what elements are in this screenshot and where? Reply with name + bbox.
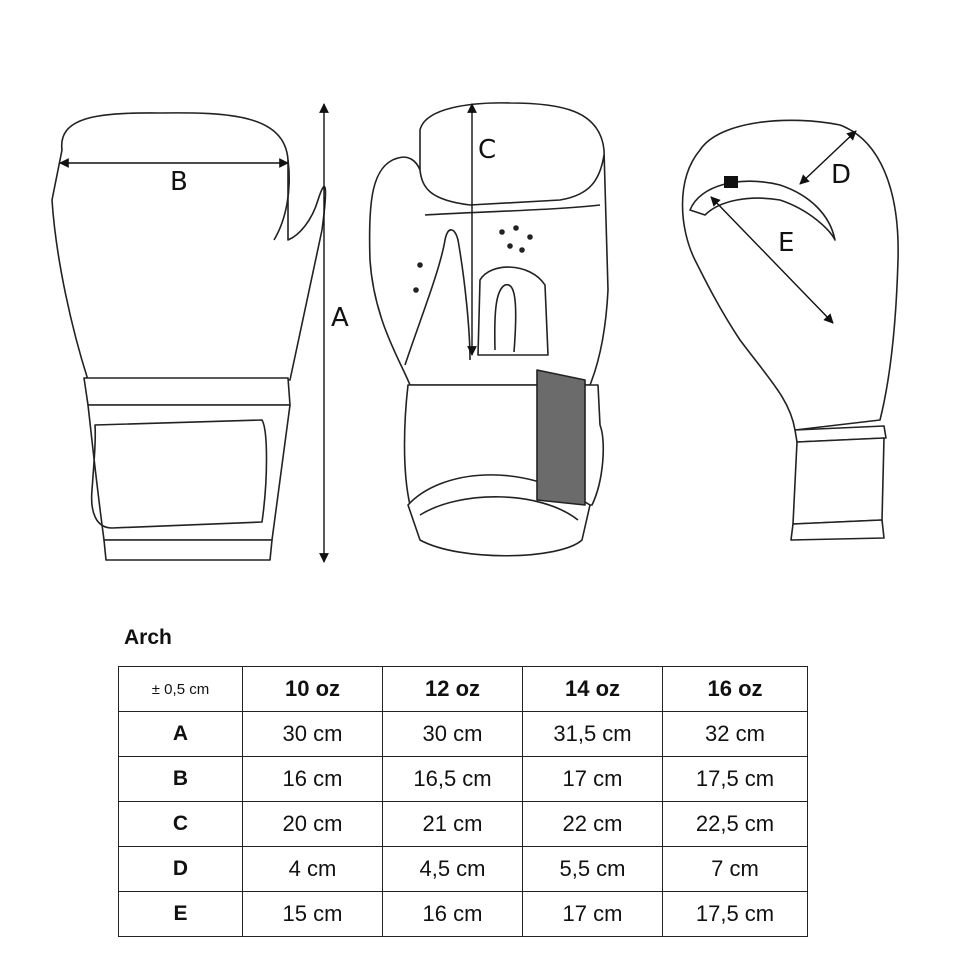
column-header: 16 oz bbox=[662, 666, 808, 712]
table-cell: 17,5 cm bbox=[662, 891, 808, 937]
table-cell: 4,5 cm bbox=[382, 846, 523, 892]
table-row: D 4 cm 4,5 cm 5,5 cm 7 cm bbox=[118, 846, 808, 892]
table-cell: 5,5 cm bbox=[522, 846, 663, 892]
table-cell: 17 cm bbox=[522, 891, 663, 937]
table-cell: 4 cm bbox=[242, 846, 383, 892]
dim-label-a: A bbox=[331, 303, 349, 333]
table-cell: 30 cm bbox=[242, 711, 383, 757]
row-label: A bbox=[118, 711, 243, 757]
table-cell: 32 cm bbox=[662, 711, 808, 757]
row-label: C bbox=[118, 801, 243, 847]
table-header-row: ± 0,5 cm 10 oz 12 oz 14 oz 16 oz bbox=[118, 666, 808, 712]
row-label: E bbox=[118, 891, 243, 937]
table-cell: 16,5 cm bbox=[382, 756, 523, 802]
table-cell: 16 cm bbox=[382, 891, 523, 937]
dim-e-arrow bbox=[710, 196, 834, 324]
table-cell: 7 cm bbox=[662, 846, 808, 892]
row-label: D bbox=[118, 846, 243, 892]
table-cell: 31,5 cm bbox=[522, 711, 663, 757]
table-row: E 15 cm 16 cm 17 cm 17,5 cm bbox=[118, 891, 808, 937]
dim-d-arrow bbox=[799, 130, 857, 185]
velcro-strap bbox=[536, 369, 586, 506]
glove-back-view bbox=[51, 112, 327, 561]
column-header: 10 oz bbox=[242, 666, 383, 712]
table-row: C 20 cm 21 cm 22 cm 22,5 cm bbox=[118, 801, 808, 847]
dimension-arrows bbox=[59, 103, 857, 563]
dim-label-d: D bbox=[831, 160, 851, 190]
glove-side-view bbox=[681, 119, 899, 541]
column-header: 14 oz bbox=[522, 666, 663, 712]
row-label: B bbox=[118, 756, 243, 802]
dim-label-c: C bbox=[478, 135, 496, 165]
table-cell: 22 cm bbox=[522, 801, 663, 847]
table-cell: 17,5 cm bbox=[662, 756, 808, 802]
column-header: 12 oz bbox=[382, 666, 523, 712]
table-row: B 16 cm 16,5 cm 17 cm 17,5 cm bbox=[118, 756, 808, 802]
glove-diagram: B A C D E bbox=[51, 102, 899, 563]
table-cell: 17 cm bbox=[522, 756, 663, 802]
dim-label-b: B bbox=[170, 167, 188, 197]
dim-label-e: E bbox=[778, 228, 794, 258]
table-cell: 22,5 cm bbox=[662, 801, 808, 847]
table-cell: 21 cm bbox=[382, 801, 523, 847]
table-cell: 30 cm bbox=[382, 711, 523, 757]
glove-palm-view bbox=[368, 102, 609, 557]
table-cell: 16 cm bbox=[242, 756, 383, 802]
table-title: Arch bbox=[124, 626, 172, 649]
table-cell: 15 cm bbox=[242, 891, 383, 937]
size-table: ± 0,5 cm 10 oz 12 oz 14 oz 16 oz A 30 cm… bbox=[118, 666, 808, 937]
table-row: A 30 cm 30 cm 31,5 cm 32 cm bbox=[118, 711, 808, 757]
table-cell: 20 cm bbox=[242, 801, 383, 847]
thumb-tab bbox=[724, 176, 738, 188]
tolerance-cell: ± 0,5 cm bbox=[118, 666, 243, 712]
